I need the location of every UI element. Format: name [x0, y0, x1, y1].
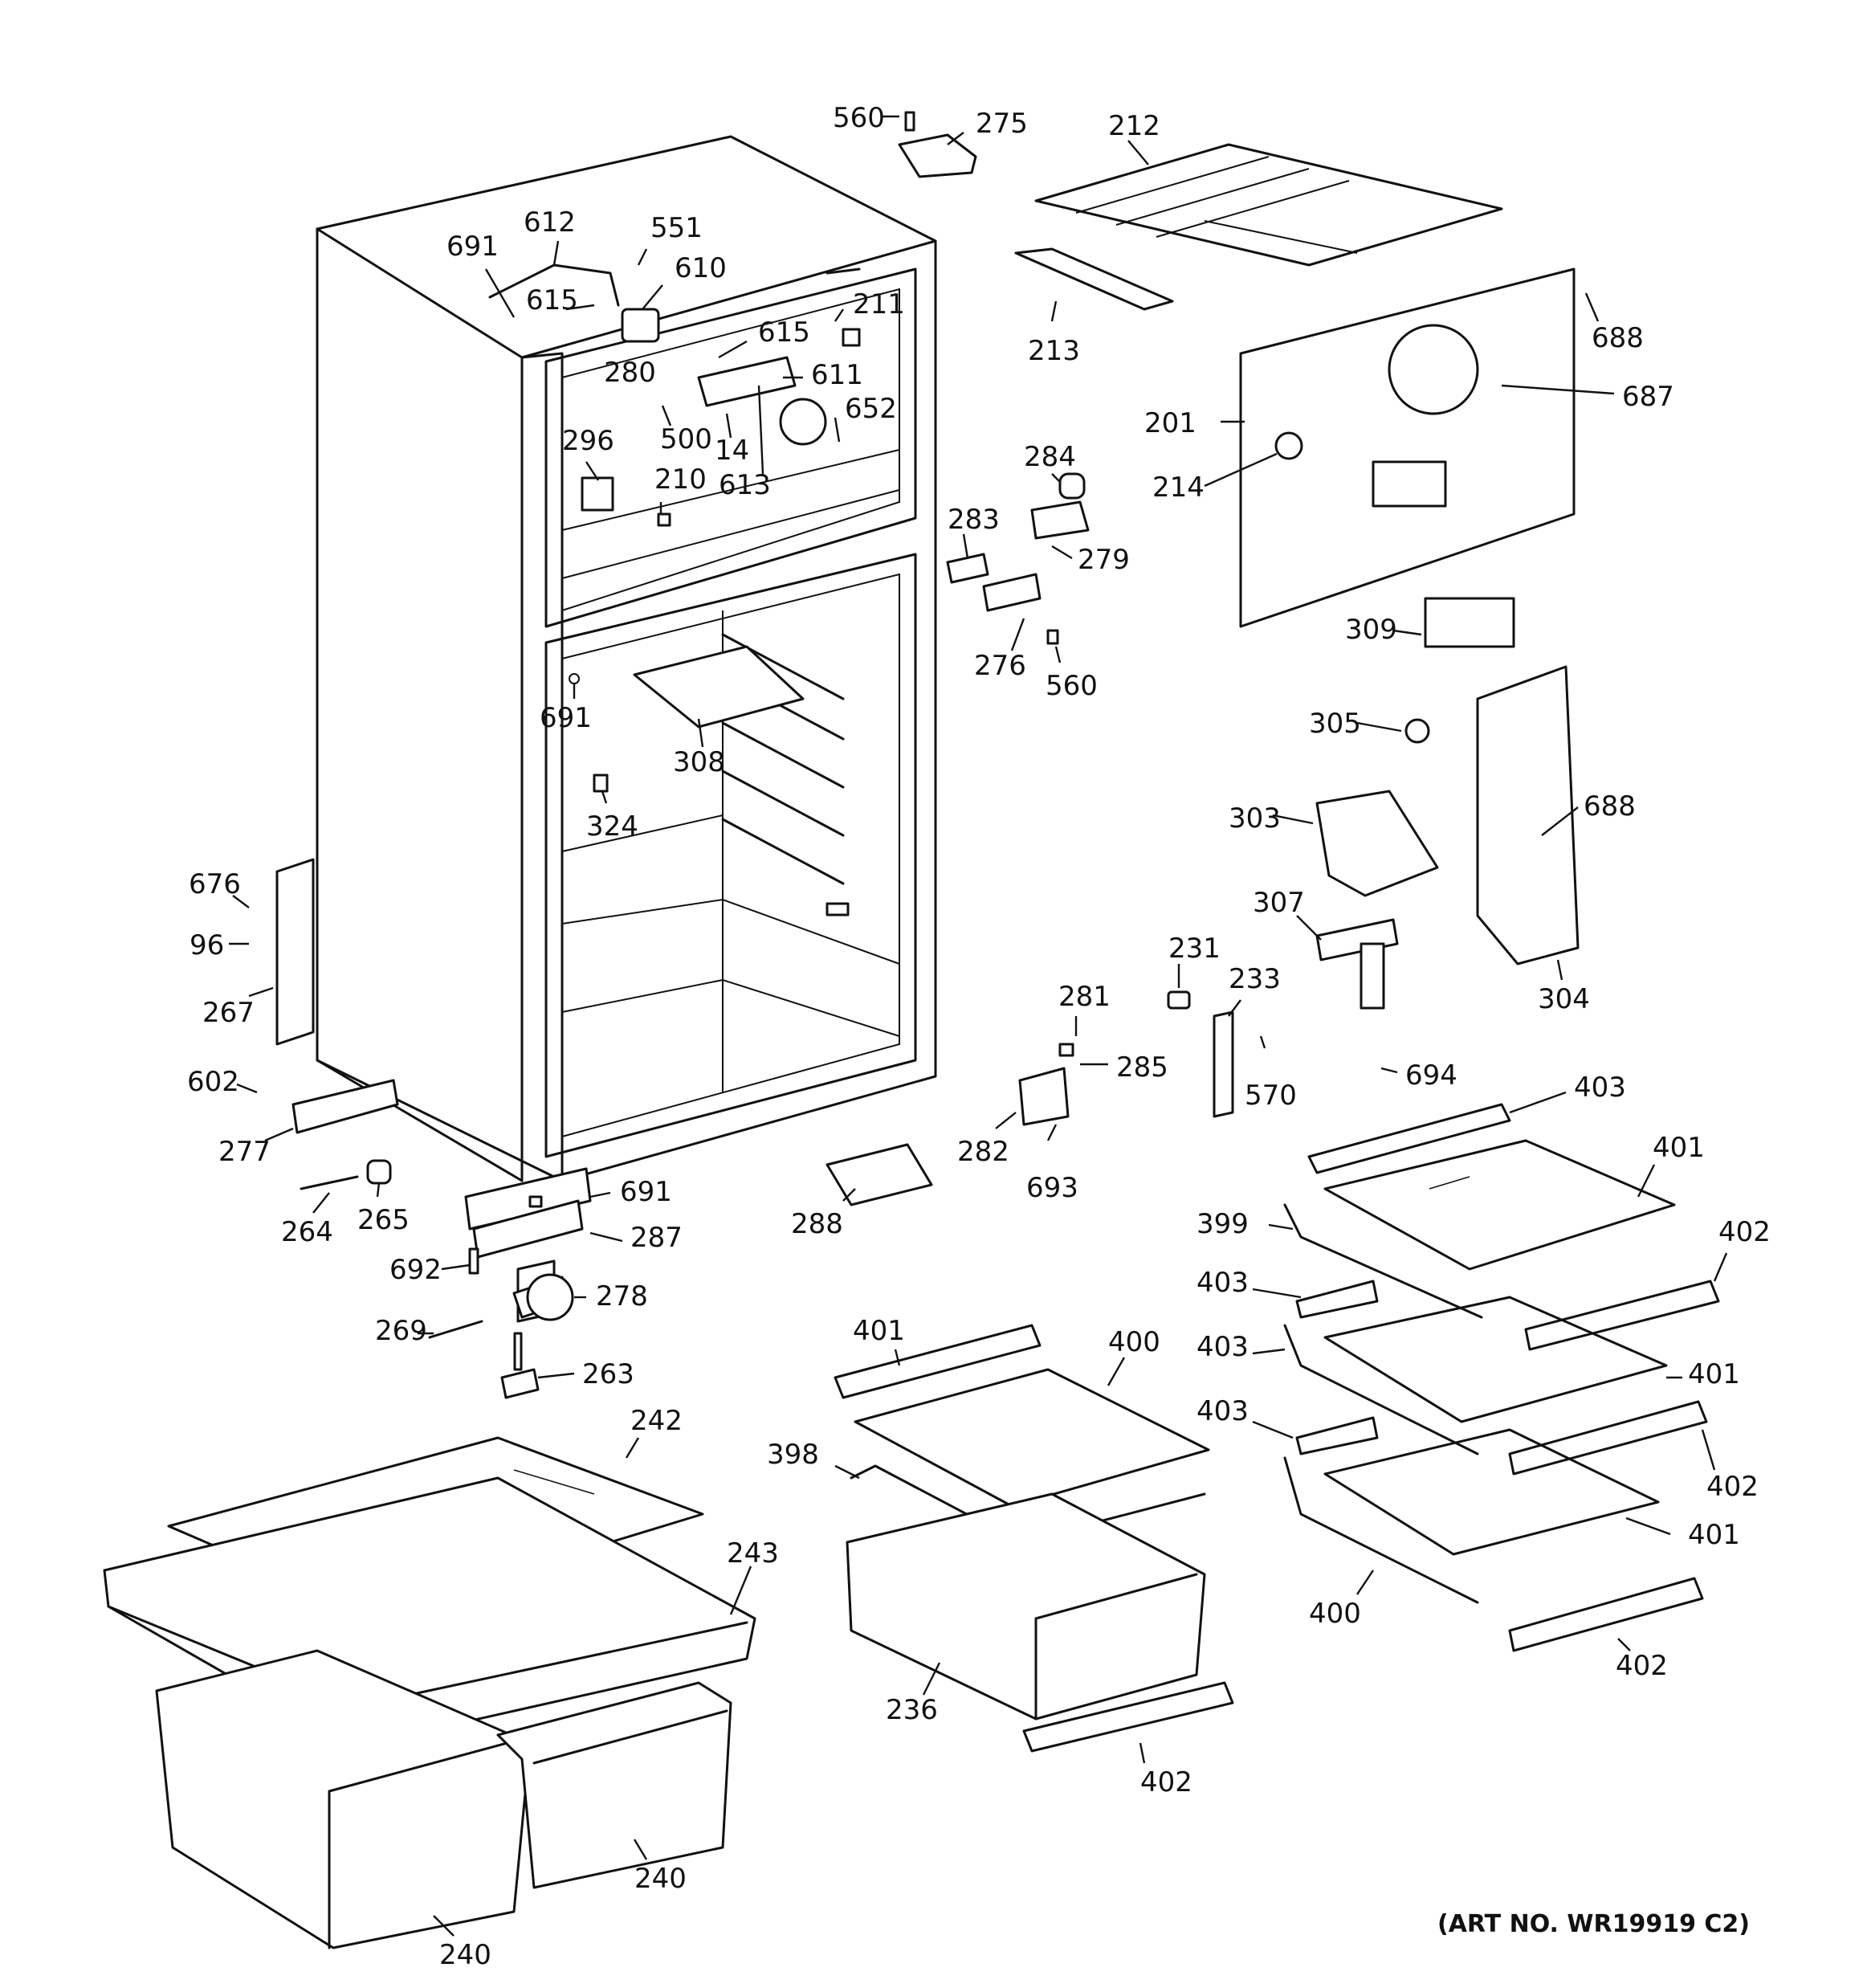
callout-label: 400 — [1108, 1326, 1160, 1358]
callout-label: 602 — [187, 1066, 239, 1098]
callout-label: 610 — [675, 252, 727, 284]
leader-lines — [229, 115, 1728, 1937]
callout-label: 201 — [1144, 407, 1196, 439]
callout-label: 403 — [1196, 1267, 1249, 1299]
callout-label: 403 — [1196, 1331, 1249, 1363]
callout-label: 280 — [604, 357, 656, 389]
callout-label: 214 — [1152, 471, 1205, 504]
callout-label: 688 — [1592, 322, 1644, 354]
callout-label: 240 — [439, 1939, 491, 1971]
callout-label: 281 — [1058, 981, 1111, 1013]
callout-label: 243 — [727, 1537, 779, 1570]
callout-label: 276 — [974, 650, 1026, 682]
callout-label: 402 — [1140, 1766, 1192, 1798]
callout-label: 288 — [791, 1208, 843, 1240]
callout-label: 612 — [524, 206, 576, 239]
callout-label: 398 — [767, 1439, 819, 1471]
callout-label: 240 — [634, 1863, 687, 1895]
callout-label: 282 — [957, 1136, 1009, 1168]
callout-label: 402 — [1718, 1216, 1771, 1248]
callout-label: 213 — [1028, 335, 1080, 367]
callout-label: 303 — [1229, 802, 1281, 835]
callout-label: 96 — [190, 929, 224, 961]
cabinet — [316, 135, 937, 1182]
left-hinge-parts — [275, 858, 592, 1323]
callout-label: 287 — [630, 1222, 683, 1254]
callout-label: 309 — [1345, 614, 1397, 646]
callout-label: 264 — [281, 1216, 333, 1248]
callout-label: 403 — [1196, 1395, 1249, 1427]
callout-label: 401 — [1688, 1519, 1740, 1551]
callout-label: 233 — [1229, 963, 1281, 995]
callout-label: 615 — [526, 284, 578, 316]
callout-label: 570 — [1245, 1080, 1297, 1112]
callout-label: 296 — [562, 425, 614, 457]
callout-label: 267 — [202, 997, 255, 1029]
callout-label: 212 — [1108, 110, 1160, 142]
callout-label: 402 — [1706, 1471, 1759, 1503]
callout-label: 401 — [1653, 1132, 1705, 1164]
callout-label: 560 — [1046, 670, 1098, 702]
callout-label: 401 — [853, 1315, 905, 1347]
callout-label: 211 — [853, 288, 905, 320]
callout-label: 500 — [660, 423, 712, 455]
callout-label: 691 — [446, 231, 499, 263]
callout-labels: 560 275 212 691 612 551 610 211 615 615 … — [187, 102, 1771, 1971]
callout-label: 307 — [1253, 887, 1305, 919]
callout-label: 687 — [1622, 381, 1674, 413]
callout-label: 611 — [811, 359, 863, 391]
callout-label: 279 — [1078, 544, 1130, 576]
top-right-parts — [898, 111, 1503, 645]
art-number: (ART NO. WR19919 C2) — [1437, 1910, 1750, 1938]
callout-label: 275 — [976, 108, 1028, 140]
callout-label: 402 — [1616, 1650, 1668, 1682]
callout-label: 401 — [1688, 1358, 1740, 1390]
callout-label: 688 — [1584, 790, 1636, 823]
callout-label: 308 — [673, 746, 725, 778]
callout-label: 399 — [1196, 1208, 1249, 1240]
callout-label: 692 — [389, 1254, 442, 1286]
callout-label: 694 — [1405, 1059, 1457, 1092]
callout-label: 269 — [375, 1315, 427, 1347]
callout-label: 652 — [845, 393, 897, 425]
callout-label: 284 — [1024, 441, 1076, 473]
callout-label: 210 — [654, 463, 707, 496]
callout-label: 403 — [1574, 1072, 1626, 1104]
callout-label: 615 — [758, 316, 810, 349]
callout-label: 613 — [719, 469, 771, 501]
callout-label: 551 — [650, 212, 703, 244]
callout-label: 693 — [1026, 1172, 1078, 1204]
crisper-assembly — [103, 1436, 756, 1949]
callout-label: 231 — [1168, 933, 1221, 965]
callout-label: 278 — [596, 1280, 648, 1312]
evaporator-cover — [826, 267, 1580, 1206]
callout-label: 263 — [582, 1358, 634, 1390]
callout-label: 236 — [886, 1694, 938, 1726]
callout-label: 14 — [715, 435, 749, 467]
callout-label: 277 — [218, 1136, 271, 1168]
small-parts — [428, 1199, 584, 1399]
callout-label: 691 — [540, 702, 592, 734]
callout-label: 285 — [1116, 1051, 1168, 1084]
callout-label: 676 — [189, 868, 241, 900]
callout-label: 324 — [586, 810, 638, 843]
callout-label: 560 — [833, 102, 885, 134]
callout-label: 304 — [1538, 983, 1590, 1015]
callout-label: 305 — [1309, 708, 1361, 740]
callout-label: 242 — [630, 1405, 683, 1437]
callout-label: 400 — [1309, 1598, 1361, 1630]
shelves — [834, 1103, 1720, 1753]
callout-label: 265 — [357, 1204, 410, 1236]
callout-label: 283 — [948, 504, 1000, 536]
callout-label: 691 — [620, 1176, 672, 1208]
